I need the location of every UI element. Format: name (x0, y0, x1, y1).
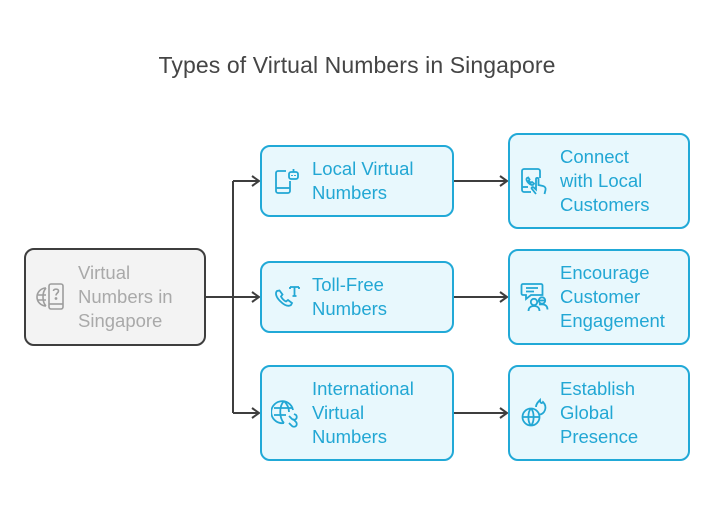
node-local-virtual-numbers[interactable]: Local Virtual Numbers (260, 145, 454, 217)
phone-text-icon (262, 282, 312, 312)
outcome-label: Connect with Local Customers (560, 146, 650, 215)
phone-bot-icon (262, 166, 312, 196)
diagram-title: Types of Virtual Numbers in Singapore (158, 52, 556, 78)
touch-phone-icon (510, 165, 560, 197)
node-encourage-customer-engagement[interactable]: Encourage Customer Engagement (508, 249, 690, 345)
outcome-label: Establish Global Presence (560, 378, 639, 447)
outcome-label: Encourage Customer Engagement (560, 262, 665, 331)
node-toll-free-numbers[interactable]: Toll-Free Numbers (260, 261, 454, 333)
node-establish-global-presence[interactable]: Establish Global Presence (508, 365, 690, 461)
root-label: Virtual Numbers in Singapore (78, 262, 173, 331)
node-connect-with-local-customers[interactable]: Connect with Local Customers (508, 133, 690, 229)
node-international-virtual-numbers[interactable]: International Virtual Numbers (260, 365, 454, 461)
globe-link-icon (262, 398, 312, 428)
chat-people-icon (510, 281, 560, 313)
globe-phone-question-icon (28, 282, 78, 312)
globe-fire-icon (510, 397, 560, 429)
type-label: Local Virtual Numbers (312, 158, 414, 203)
root-node[interactable]: Virtual Numbers in Singapore (24, 248, 206, 346)
type-label: International Virtual Numbers (312, 378, 414, 447)
type-label: Toll-Free Numbers (312, 274, 388, 319)
